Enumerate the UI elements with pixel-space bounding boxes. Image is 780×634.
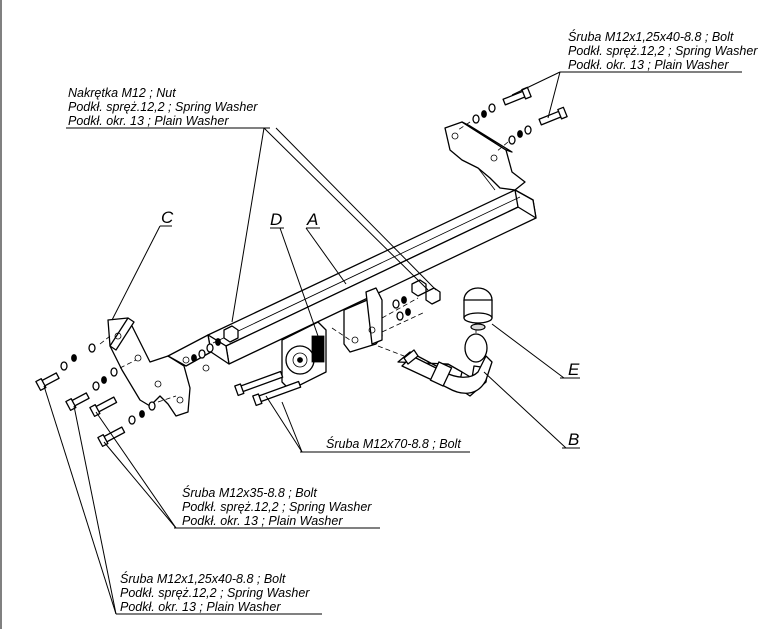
callout-bottom-left-line-1: Śruba M12x1,25x40-8.8 ; Bolt [120, 571, 286, 586]
callout-bottom-left-line-3: Podkł. okr. 13 ; Plain Washer [120, 600, 281, 614]
label-e: E [568, 360, 580, 379]
tow-ball [463, 287, 493, 331]
callout-bottom-left-line-2: Podkł. spręż.12,2 ; Spring Washer [120, 586, 310, 600]
callout-top-left: Nakrętka M12 ; Nut Podkł. spręż.12,2 ; S… [68, 86, 258, 128]
callout-top-right: Śruba M12x1,25x40-8.8 ; Bolt Podkł. sprę… [568, 29, 758, 72]
callout-top-left-line-2: Podkł. spręż.12,2 ; Spring Washer [68, 100, 258, 114]
main-cross-beam [207, 189, 537, 365]
callout-top-right-line-1: Śruba M12x1,25x40-8.8 ; Bolt [568, 29, 734, 44]
callout-top-right-line-2: Podkł. spręż.12,2 ; Spring Washer [568, 44, 758, 58]
callout-top-right-line-3: Podkł. okr. 13 ; Plain Washer [568, 58, 729, 72]
callout-lower-middle-line-2: Podkł. spręż.12,2 ; Spring Washer [182, 500, 372, 514]
callout-lower-middle-line-1: Śruba M12x35-8.8 ; Bolt [182, 485, 317, 500]
callout-middle-bolt: Śruba M12x70-8.8 ; Bolt [326, 436, 461, 451]
callout-top-left-line-1: Nakrętka M12 ; Nut [68, 86, 176, 100]
leader-lines [43, 71, 742, 615]
left-mounting-bracket [107, 317, 212, 417]
label-d: D [270, 210, 282, 229]
label-c: C [161, 208, 174, 227]
right-mounting-bracket [444, 121, 526, 191]
callout-lower-middle-line-3: Podkł. okr. 13 ; Plain Washer [182, 514, 343, 528]
top-right-fasteners [457, 86, 568, 153]
socket-holder-plate [281, 321, 327, 391]
ball-mount-plate [331, 287, 426, 357]
label-b: B [568, 430, 579, 449]
callout-top-left-line-3: Podkł. okr. 13 ; Plain Washer [68, 114, 229, 128]
callout-bottom-left: Śruba M12x1,25x40-8.8 ; Bolt Podkł. sprę… [120, 571, 310, 614]
tow-ball-neck [397, 320, 493, 397]
left-nut-washers [191, 325, 239, 362]
right-nut-washers [392, 279, 441, 321]
left-bolts-washers [35, 335, 177, 447]
label-a: A [306, 210, 318, 229]
callout-lower-middle: Śruba M12x35-8.8 ; Bolt Podkł. spręż.12,… [182, 485, 372, 528]
